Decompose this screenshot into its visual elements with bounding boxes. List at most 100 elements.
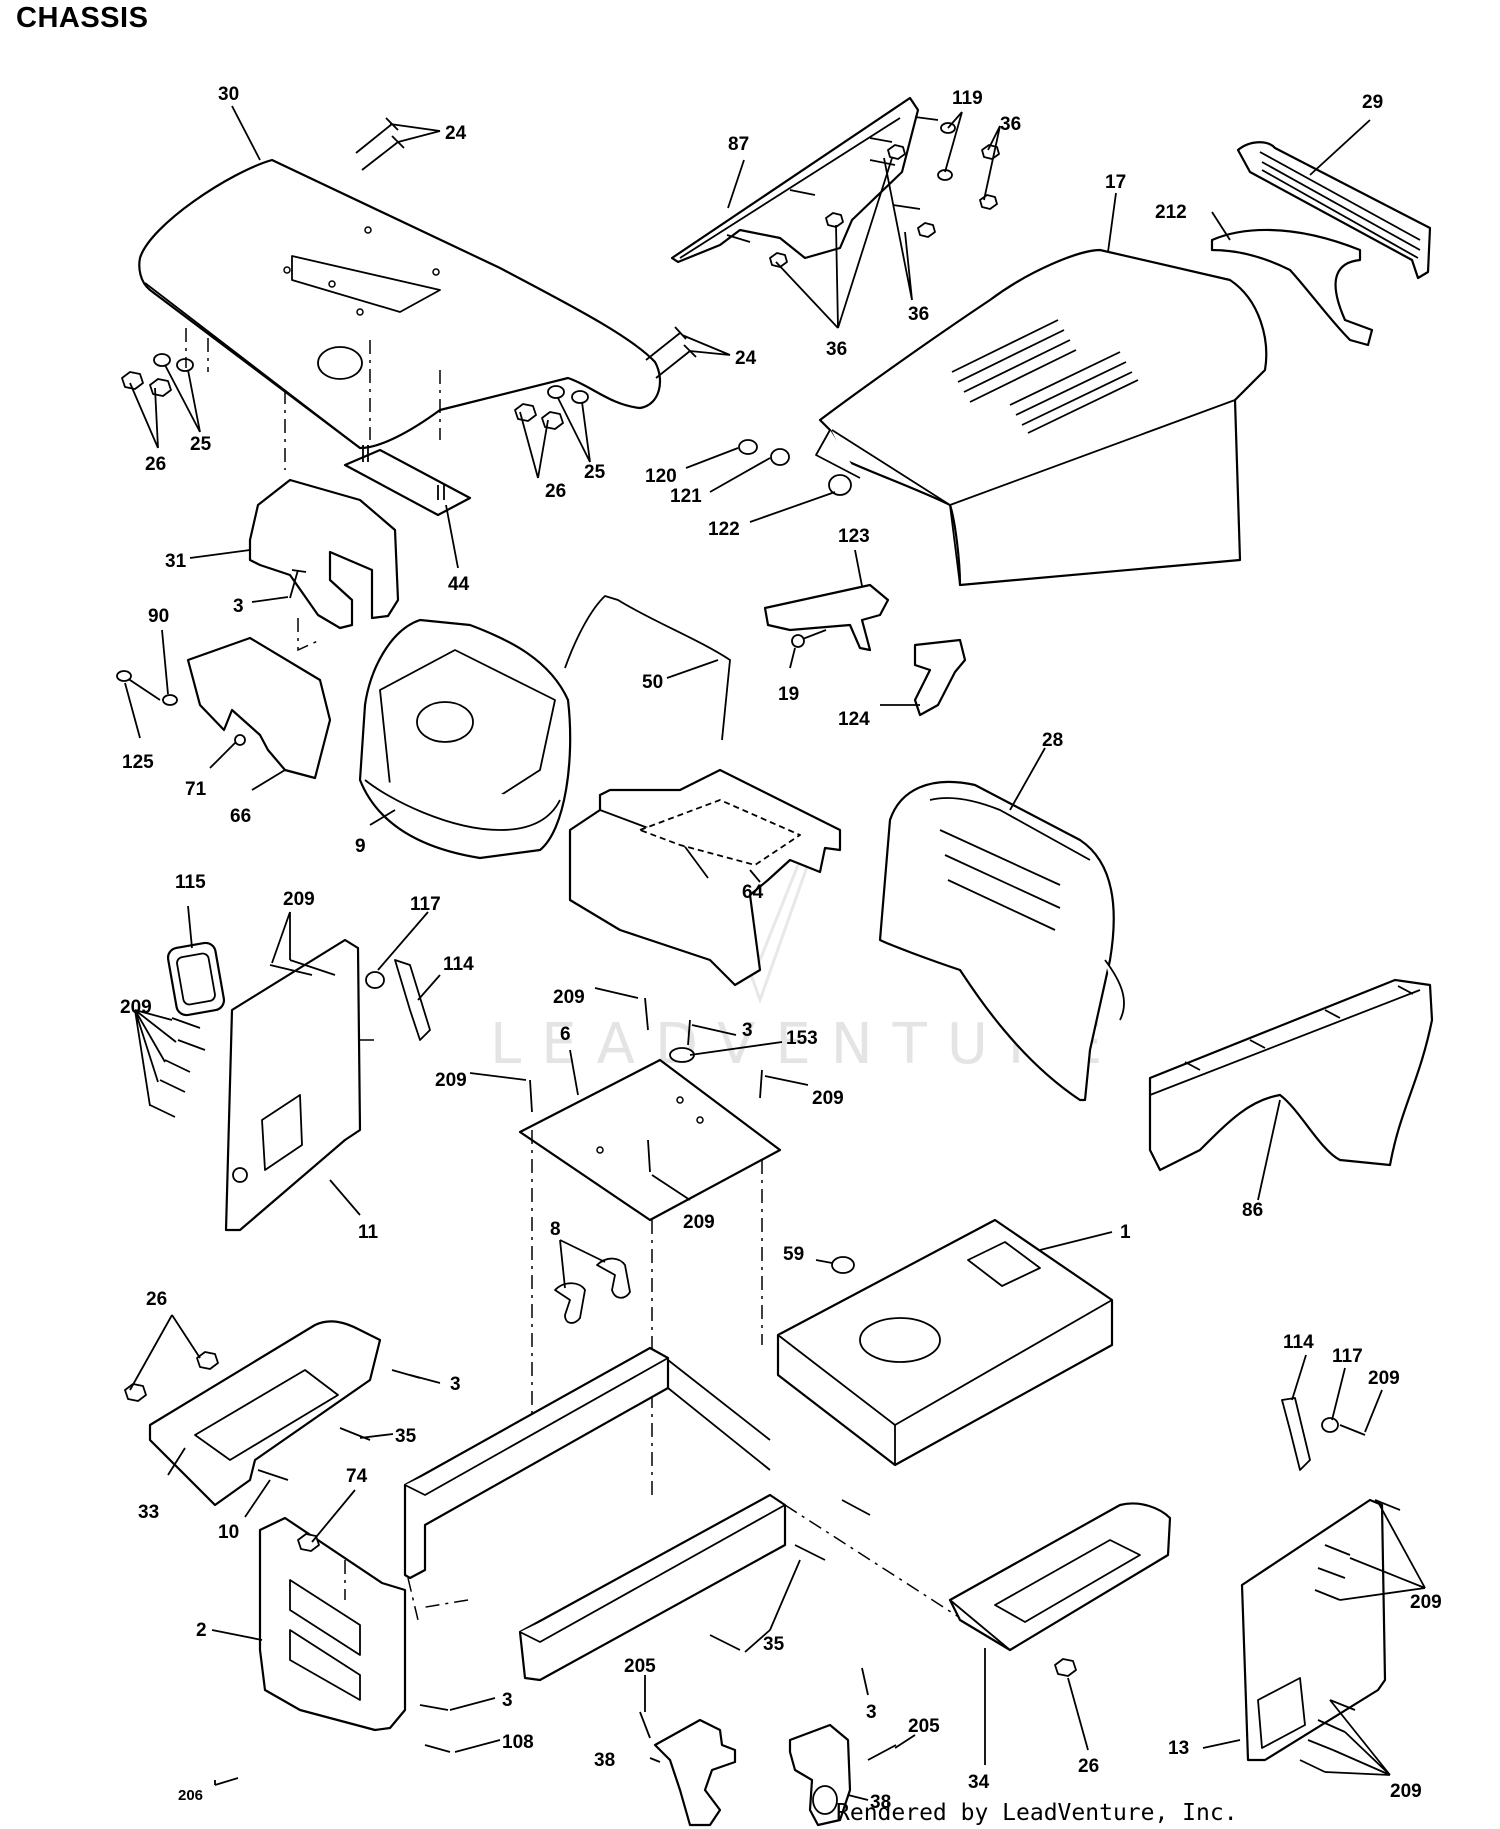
part-209-3-153-hardware-center[interactable] [529, 997, 763, 1173]
part-71-nut[interactable] [234, 734, 246, 746]
part-29-grille[interactable] [1236, 141, 1432, 280]
part-123-hinge-bracket[interactable] [763, 583, 890, 652]
part-3-bolt-upper[interactable] [289, 569, 307, 599]
part-117-114-bracket-left[interactable] [365, 959, 431, 1041]
callout-26: 26 [145, 454, 166, 475]
callout-30: 30 [218, 84, 239, 105]
callout-124: 124 [838, 709, 870, 730]
part-50-hood-rod[interactable] [564, 594, 731, 741]
part-90-washer[interactable] [162, 694, 178, 706]
part-9-dash-panel[interactable] [358, 618, 572, 860]
part-87-side-panel[interactable] [670, 96, 920, 264]
callout-26: 26 [1078, 1756, 1099, 1777]
callout-50: 50 [642, 672, 663, 693]
part-120-121-122-bumpers[interactable] [738, 439, 852, 496]
part-17-hood[interactable] [815, 248, 1268, 587]
part-26-nut-footrest-right[interactable] [1054, 1658, 1077, 1677]
part-115-gasket[interactable] [166, 941, 226, 1017]
callout-209: 209 [553, 987, 585, 1008]
callout-13: 13 [1168, 1738, 1189, 1759]
part-frame-rail-left[interactable] [403, 1346, 670, 1580]
part-59-bushing[interactable] [831, 1256, 855, 1274]
callout-31: 31 [165, 551, 187, 572]
callout-153: 153 [786, 1028, 818, 1049]
callout-29: 29 [1362, 92, 1383, 113]
callout-11: 11 [358, 1222, 379, 1243]
part-38-bracket-left[interactable] [653, 1718, 737, 1827]
part-1-main-frame[interactable] [776, 1218, 1114, 1467]
callout-26: 26 [545, 481, 566, 502]
part-19-bolt[interactable] [791, 629, 827, 648]
part-74-nut[interactable] [297, 1533, 320, 1552]
callout-123: 123 [838, 526, 870, 547]
part-114-117-bracket-right[interactable] [1281, 1397, 1339, 1471]
callout-1: 1 [1120, 1222, 1131, 1243]
callout-71: 71 [185, 779, 207, 800]
callout-209: 209 [120, 997, 152, 1018]
part-13-side-plate-right[interactable] [1240, 1498, 1387, 1762]
part-6-mounting-plate[interactable] [518, 1058, 782, 1222]
diagram-title: CHASSIS [16, 2, 149, 34]
callout-24: 24 [445, 123, 467, 144]
callout-114: 114 [1283, 1332, 1314, 1353]
callout-34: 34 [968, 1772, 990, 1793]
callout-209: 209 [283, 889, 315, 910]
part-28-nose[interactable] [878, 780, 1125, 1102]
part-31-bracket[interactable] [248, 478, 400, 630]
callout-10: 10 [218, 1522, 239, 1543]
callout-125: 125 [122, 752, 154, 773]
callout-209: 209 [812, 1088, 844, 1109]
callout-25: 25 [584, 462, 606, 483]
callout-38: 38 [594, 1750, 615, 1771]
part-209-bolts-plate-left[interactable] [149, 959, 336, 1118]
part-26-25-nuts-washers-right[interactable] [514, 385, 589, 430]
callout-66: 66 [230, 806, 251, 827]
callout-25: 25 [190, 434, 212, 455]
callout-3: 3 [742, 1020, 753, 1041]
part-11-side-plate[interactable] [224, 938, 362, 1232]
part-44-plate[interactable] [343, 445, 472, 517]
part-64-dash-support[interactable] [568, 768, 842, 987]
callout-38: 38 [870, 1792, 891, 1813]
part-frame-rail-right[interactable] [518, 1359, 787, 1682]
part-34-footrest-right[interactable] [948, 1502, 1172, 1652]
callout-90: 90 [148, 606, 169, 627]
part-205-bolts[interactable] [639, 1711, 897, 1761]
part-35-3-bolts-frame[interactable] [709, 1499, 871, 1651]
callout-19: 19 [778, 684, 799, 705]
callout-8: 8 [550, 1219, 561, 1240]
callout-33: 33 [138, 1502, 159, 1523]
callout-120: 120 [645, 466, 677, 487]
part-119-36-hardware[interactable] [726, 116, 1000, 268]
part-8-cable-clips[interactable] [554, 1257, 631, 1324]
callout-9: 9 [355, 836, 366, 857]
callout-3: 3 [502, 1690, 513, 1711]
callout-labels: 30 24 24 26 25 26 25 31 44 3 87 119 36 3… [120, 84, 1442, 1813]
callout-44: 44 [448, 574, 470, 595]
callout-6: 6 [560, 1024, 571, 1045]
part-125-screw[interactable] [116, 670, 161, 701]
callout-122: 122 [708, 519, 740, 540]
part-209-bolts-plate-right[interactable] [1299, 1424, 1401, 1773]
callout-121: 121 [670, 486, 702, 507]
callout-24: 24 [735, 348, 757, 369]
callout-119: 119 [952, 88, 983, 109]
part-124-bracket[interactable] [913, 638, 967, 717]
callout-86: 86 [1242, 1200, 1263, 1221]
callout-108: 108 [502, 1732, 534, 1753]
callout-26: 26 [146, 1289, 167, 1310]
part-212-seal[interactable] [1210, 228, 1374, 347]
callout-114: 114 [443, 954, 474, 975]
part-24-bolts-lower[interactable] [645, 326, 697, 379]
part-66-shield[interactable] [186, 636, 332, 780]
part-86-lower-panel[interactable] [1148, 978, 1434, 1172]
part-33-footrest-left[interactable] [148, 1320, 382, 1507]
part-3-108-206-bolts-bracket[interactable] [214, 1704, 451, 1786]
callout-209: 209 [1368, 1368, 1400, 1389]
part-2-front-bracket[interactable] [258, 1516, 407, 1732]
callout-35: 35 [763, 1634, 785, 1655]
callout-36: 36 [826, 339, 847, 360]
part-38-bracket-right[interactable] [788, 1723, 852, 1827]
callout-35: 35 [395, 1426, 417, 1447]
